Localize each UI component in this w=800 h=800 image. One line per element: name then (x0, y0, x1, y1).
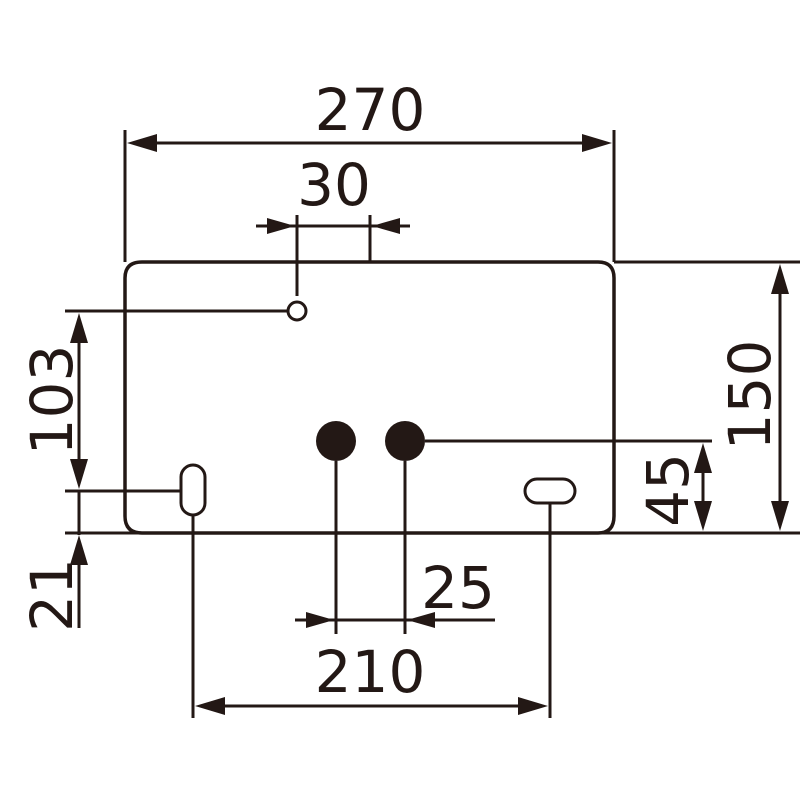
label-210: 210 (315, 638, 426, 706)
label-25: 25 (421, 554, 495, 622)
plate-outline (123, 260, 616, 535)
label-150: 150 (716, 340, 784, 451)
dim-terminal-height: 45 (634, 443, 712, 531)
dim-terminal-spacing: 25 (295, 554, 495, 628)
right-slot (523, 477, 577, 505)
dim-hole-offset: 30 (256, 151, 410, 296)
terminal-hole-right (385, 421, 425, 461)
label-30: 30 (297, 151, 371, 219)
dim-bottom-offset: 21 (18, 491, 88, 632)
label-270: 270 (315, 76, 426, 144)
dim-hole-height: 103 (18, 313, 88, 489)
label-21: 21 (18, 558, 86, 632)
label-45: 45 (634, 453, 702, 527)
terminal-hole-left (316, 421, 356, 461)
dim-overall-width: 270 (123, 76, 616, 262)
top-hole (286, 300, 308, 322)
dim-slot-spacing: 210 (195, 638, 548, 715)
dim-overall-height: 150 (716, 264, 789, 531)
left-slot (179, 463, 207, 517)
label-103: 103 (18, 345, 86, 456)
